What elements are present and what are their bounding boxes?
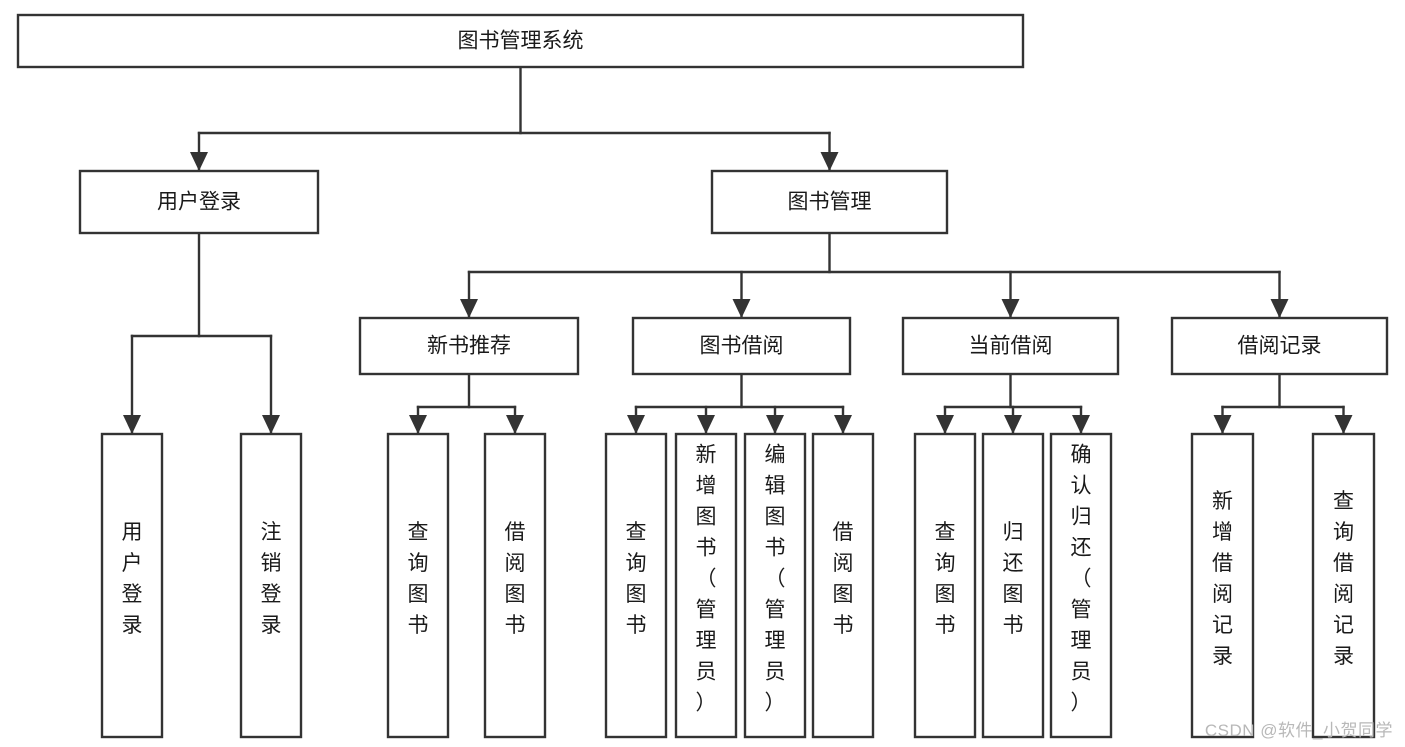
node-leaf-12-box [1311,432,1376,739]
node-leaf-6-label: 编辑图书（管理员） [765,444,786,715]
mgmt-to-level3-arrow-0 [460,299,478,318]
node-leaf-4-box [604,432,668,739]
node-level3-2[interactable]: 当前借阅 [901,316,1120,376]
node-level2-1-label: 图书管理 [788,191,872,214]
node-leaf-10[interactable]: 确认归还（管理员） [1049,432,1113,739]
l3-1-to-leaves-arrow-0 [627,415,645,434]
node-level3-2-box [901,316,1120,376]
node-leaf-5-label: 新增图书（管理员） [696,444,717,715]
node-leaf-8[interactable]: 查询图书 [913,432,977,739]
node-leaf-8-label: 查询图书 [935,521,956,637]
node-level3-3[interactable]: 借阅记录 [1170,316,1389,376]
mgmt-to-level3-arrow-1 [732,299,751,318]
node-root[interactable]: 图书管理系统 [16,13,1025,69]
node-level3-0[interactable]: 新书推荐 [358,316,580,376]
node-leaf-8-box [913,432,977,739]
node-level3-1[interactable]: 图书借阅 [631,316,852,376]
l3-2-to-leaves-arrow-0 [936,415,954,434]
csdn-watermark: CSDN @软件_小贺同学 [1204,721,1393,740]
node-layer: 图书管理系统用户登录图书管理新书推荐图书借阅当前借阅借阅记录用户登录注销登录查询… [16,13,1389,739]
node-leaf-11[interactable]: 新增借阅记录 [1190,432,1255,739]
l3-3-to-leaves-arrow-1 [1334,415,1353,434]
node-level3-1-box [631,316,852,376]
node-leaf-4[interactable]: 查询图书 [604,432,668,739]
login-to-leaves-arrow-0 [123,415,141,434]
node-level3-3-box [1170,316,1389,376]
node-leaf-7-label: 借阅图书 [833,521,854,637]
node-level3-2-label: 当前借阅 [969,335,1053,358]
node-leaf-0-box [100,432,164,739]
node-leaf-1-box [239,432,303,739]
node-leaf-1-label: 注销登录 [261,521,282,637]
node-level2-1-box [710,169,949,235]
node-leaf-1[interactable]: 注销登录 [239,432,303,739]
node-leaf-4-label: 查询图书 [626,521,647,637]
node-level2-1[interactable]: 图书管理 [710,169,949,235]
node-level3-0-label: 新书推荐 [427,335,511,358]
mgmt-to-level3-arrow-2 [1001,299,1020,318]
node-leaf-6-box [743,432,807,739]
node-leaf-9[interactable]: 归还图书 [981,432,1045,739]
node-leaf-7-box [811,432,875,739]
node-leaf-2-label: 查询图书 [408,521,429,637]
node-leaf-10-box [1049,432,1113,739]
node-leaf-3[interactable]: 借阅图书 [483,432,547,739]
node-leaf-2[interactable]: 查询图书 [386,432,450,739]
l3-0-to-leaves-arrow-0 [409,415,427,434]
root-to-level2-arrow-0 [190,152,208,171]
node-leaf-5[interactable]: 新增图书（管理员） [674,432,738,739]
l3-2-to-leaves-arrow-2 [1072,415,1090,434]
node-level3-0-box [358,316,580,376]
node-leaf-6[interactable]: 编辑图书（管理员） [743,432,807,739]
node-leaf-9-box [981,432,1045,739]
node-leaf-12[interactable]: 查询借阅记录 [1311,432,1376,739]
node-level3-3-label: 借阅记录 [1238,335,1322,358]
login-to-leaves-arrow-1 [262,415,280,434]
node-leaf-5-box [674,432,738,739]
node-leaf-0[interactable]: 用户登录 [100,432,164,739]
node-root-label: 图书管理系统 [458,30,584,53]
node-leaf-2-box [386,432,450,739]
node-leaf-9-label: 归还图书 [1003,521,1024,637]
node-leaf-11-label: 新增借阅记录 [1212,490,1233,668]
l3-1-to-leaves-arrow-3 [834,415,852,434]
node-leaf-3-box [483,432,547,739]
l3-1-to-leaves-arrow-1 [697,415,715,434]
root-to-level2-arrow-1 [820,152,839,171]
node-level2-0-label: 用户登录 [157,191,241,214]
node-leaf-0-label: 用户登录 [122,521,143,637]
node-leaf-10-label: 确认归还（管理员） [1071,444,1092,715]
node-leaf-7[interactable]: 借阅图书 [811,432,875,739]
node-level2-0[interactable]: 用户登录 [78,169,320,235]
node-level2-0-box [78,169,320,235]
mgmt-to-level3-arrow-3 [1270,299,1289,318]
node-root-box [16,13,1025,69]
node-level3-1-label: 图书借阅 [700,335,784,358]
l3-3-to-leaves-arrow-0 [1213,415,1232,434]
node-leaf-3-label: 借阅图书 [505,521,526,637]
l3-0-to-leaves-arrow-1 [506,415,524,434]
node-leaf-11-box [1190,432,1255,739]
connector-layer [123,65,1353,434]
l3-2-to-leaves-arrow-1 [1004,415,1022,434]
l3-1-to-leaves-arrow-2 [766,415,784,434]
node-leaf-12-label: 查询借阅记录 [1333,490,1354,668]
